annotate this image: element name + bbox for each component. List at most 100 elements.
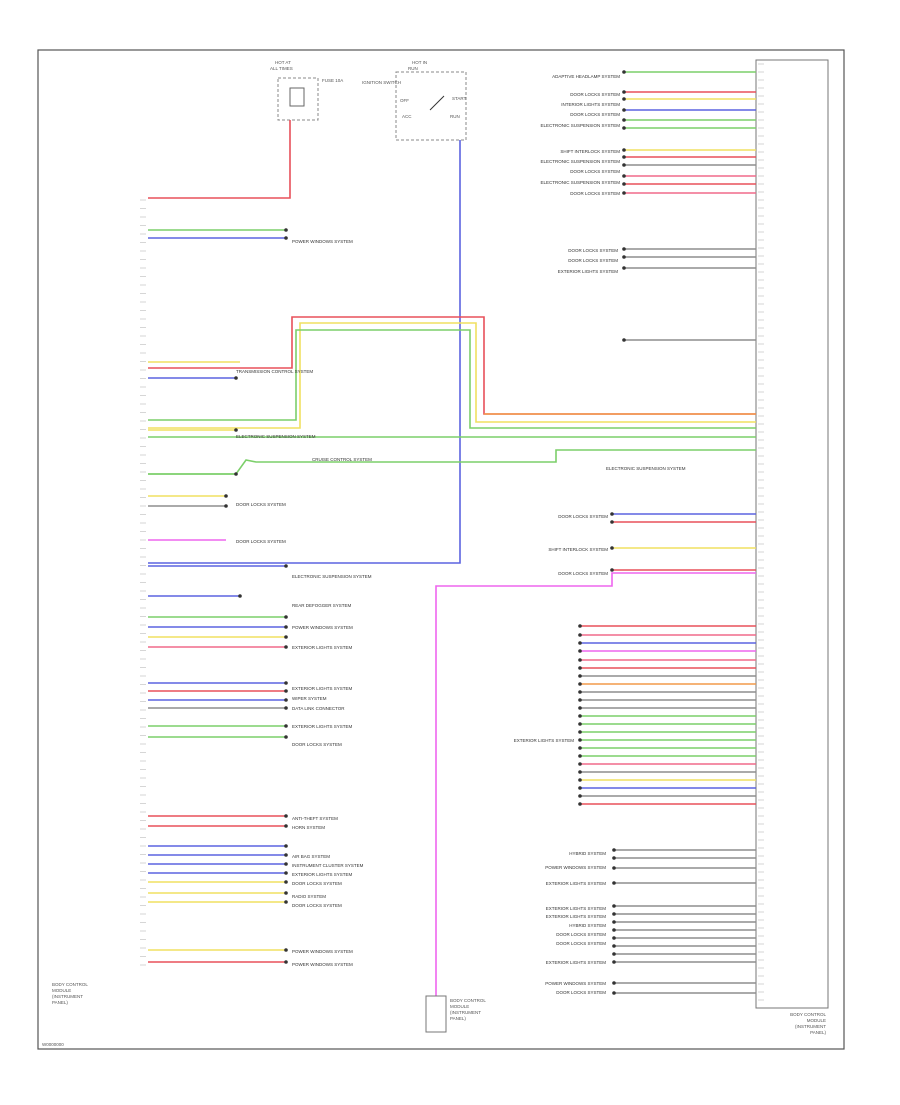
left-system-labels: POWER WINDOWS SYSTEM TRANSMISSION CONTRO… [236, 239, 372, 967]
right-bottom-label-2: POWER WINDOWS SYSTEM [545, 865, 606, 870]
right-row-terminal-43 [578, 802, 582, 806]
right-row-terminal-6 [622, 126, 626, 130]
right-row-terminal-51 [612, 928, 616, 932]
bottom-box-label-4: PANEL) [450, 1016, 466, 1021]
left-row-terminal-17 [284, 706, 288, 710]
left-row-terminal-10 [284, 615, 288, 619]
right-row-terminal-34 [578, 730, 582, 734]
right-row-terminal-47 [612, 881, 616, 885]
right-top-label-3: INTERIOR LIGHTS SYSTEM [561, 102, 620, 107]
left-row-terminal-11 [284, 625, 288, 629]
right-row-terminal-31 [578, 706, 582, 710]
right-mid-label-1: DOOR LOCKS SYSTEM [568, 248, 618, 253]
right-mid-label-3: EXTERIOR LIGHTS SYSTEM [558, 269, 619, 274]
right-bottom-label-4: EXTERIOR LIGHTS SYSTEM [546, 906, 607, 911]
left-label-top-7: ELECTRONIC SUSPENSION SYSTEM [292, 574, 372, 579]
right-row-terminal-48 [612, 904, 616, 908]
left-label-mid-3: EXTERIOR LIGHTS SYSTEM [292, 686, 353, 691]
left-label-bottom-7: RADIO SYSTEM [292, 894, 326, 899]
right-row-terminal-5 [622, 118, 626, 122]
right-row-terminal-4 [622, 108, 626, 112]
left-label-bottom-6: DOOR LOCKS SYSTEM [292, 881, 342, 886]
routed-wire-1 [148, 120, 291, 199]
right-mid-label-7: DOOR LOCKS SYSTEM [558, 571, 608, 576]
left-row-terminal-7 [224, 504, 228, 508]
right-row-terminal-8 [622, 155, 626, 159]
right-row-terminal-55 [612, 960, 616, 964]
left-row-terminal-21 [284, 824, 288, 828]
left-box-label-3: (INSTRUMENT [52, 994, 83, 999]
right-row-terminal-23 [578, 641, 582, 645]
left-label-mid-2: EXTERIOR LIGHTS SYSTEM [292, 645, 353, 650]
right-row-terminal-13 [622, 247, 626, 251]
left-row-terminal-28 [284, 900, 288, 904]
exterior-group-label: EXTERIOR LIGHTS SYSTEM [514, 738, 575, 743]
right-row-terminal-28 [578, 682, 582, 686]
right-mid-label-4: ELECTRONIC SUSPENSION SYSTEM [606, 466, 686, 471]
left-row-terminal-23 [284, 853, 288, 857]
left-module-label: BODY CONTROL MODULE (INSTRUMENT PANEL) [52, 982, 88, 1005]
right-connector-rows [578, 63, 764, 1001]
right-row-terminal-3 [622, 97, 626, 101]
right-row-terminal-11 [622, 182, 626, 186]
right-mid-label-6: SHIFT INTERLOCK SYSTEM [548, 547, 608, 552]
left-label-bottom-1: ANTI-THEFT SYSTEM [292, 816, 338, 821]
left-row-terminal-24 [284, 862, 288, 866]
right-top-label-1: ADAPTIVE HEADLAMP SYSTEM [552, 74, 620, 79]
routed-wire-7 [148, 322, 756, 429]
right-bottom-labels: HYBRID SYSTEM POWER WINDOWS SYSTEM EXTER… [545, 851, 606, 995]
right-bottom-label-9: EXTERIOR LIGHTS SYSTEM [546, 960, 607, 965]
left-row-terminal-25 [284, 871, 288, 875]
left-row-terminal-22 [284, 844, 288, 848]
right-module-label: BODY CONTROL MODULE (INSTRUMENT PANEL) [790, 1012, 826, 1035]
fuse-box-label-line1: HOT AT [275, 60, 291, 65]
ignition-switch-outline [395, 71, 467, 141]
right-row-terminal-37 [578, 754, 582, 758]
left-row-terminal-9 [238, 594, 242, 598]
bottom-box-label-2: MODULE [450, 1004, 469, 1009]
right-top-labels: ADAPTIVE HEADLAMP SYSTEM DOOR LOCKS SYST… [540, 74, 620, 196]
right-top-label-2: DOOR LOCKS SYSTEM [570, 92, 620, 97]
right-row-terminal-20 [610, 568, 614, 572]
right-row-terminal-33 [578, 722, 582, 726]
right-box-label-4: PANEL) [810, 1030, 826, 1035]
left-row-terminal-2 [284, 236, 288, 240]
routed-wire-4 [435, 572, 756, 996]
right-row-terminal-9 [622, 163, 626, 167]
right-mid-label-2: DOOR LOCKS SYSTEM [568, 258, 618, 263]
right-top-label-8: DOOR LOCKS SYSTEM [570, 169, 620, 174]
left-row-terminal-20 [284, 814, 288, 818]
switch-name-label: IGNITION SWITCH [362, 80, 401, 85]
left-label-bottom-4: INSTRUMENT CLUSTER SYSTEM [292, 863, 364, 868]
right-row-terminal-56 [612, 981, 616, 985]
right-row-terminal-30 [578, 698, 582, 702]
left-label-top-6: DOOR LOCKS SYSTEM [236, 539, 286, 544]
right-row-terminal-54 [612, 952, 616, 956]
right-bottom-label-1: HYBRID SYSTEM [569, 851, 606, 856]
right-top-label-9: ELECTRONIC SUSPENSION SYSTEM [540, 180, 620, 185]
right-row-terminal-1 [622, 70, 626, 74]
left-label-mid-7: DOOR LOCKS SYSTEM [292, 742, 342, 747]
right-box-label-3: (INSTRUMENT [795, 1024, 826, 1029]
right-row-terminal-12 [622, 191, 626, 195]
right-row-terminal-16 [622, 338, 626, 342]
bottom-module-box: BODY CONTROL MODULE (INSTRUMENT PANEL) [425, 995, 486, 1033]
long-wires [148, 120, 756, 996]
left-label-top-2: TRANSMISSION CONTROL SYSTEM [236, 369, 313, 374]
left-row-terminal-30 [284, 960, 288, 964]
right-mid-labels: DOOR LOCKS SYSTEM DOOR LOCKS SYSTEM EXTE… [514, 248, 686, 743]
right-module-box [755, 59, 829, 1009]
right-row-terminal-42 [578, 794, 582, 798]
left-box-label-4: PANEL) [52, 1000, 68, 1005]
right-row-terminal-53 [612, 944, 616, 948]
right-row-terminal-29 [578, 690, 582, 694]
right-row-terminal-10 [622, 174, 626, 178]
right-row-terminal-24 [578, 649, 582, 653]
left-label-mid-6: EXTERIOR LIGHTS SYSTEM [292, 724, 353, 729]
ignition-switch-contact [429, 95, 445, 111]
left-row-terminal-29 [284, 948, 288, 952]
right-top-label-4: DOOR LOCKS SYSTEM [570, 112, 620, 117]
right-row-terminal-50 [612, 920, 616, 924]
